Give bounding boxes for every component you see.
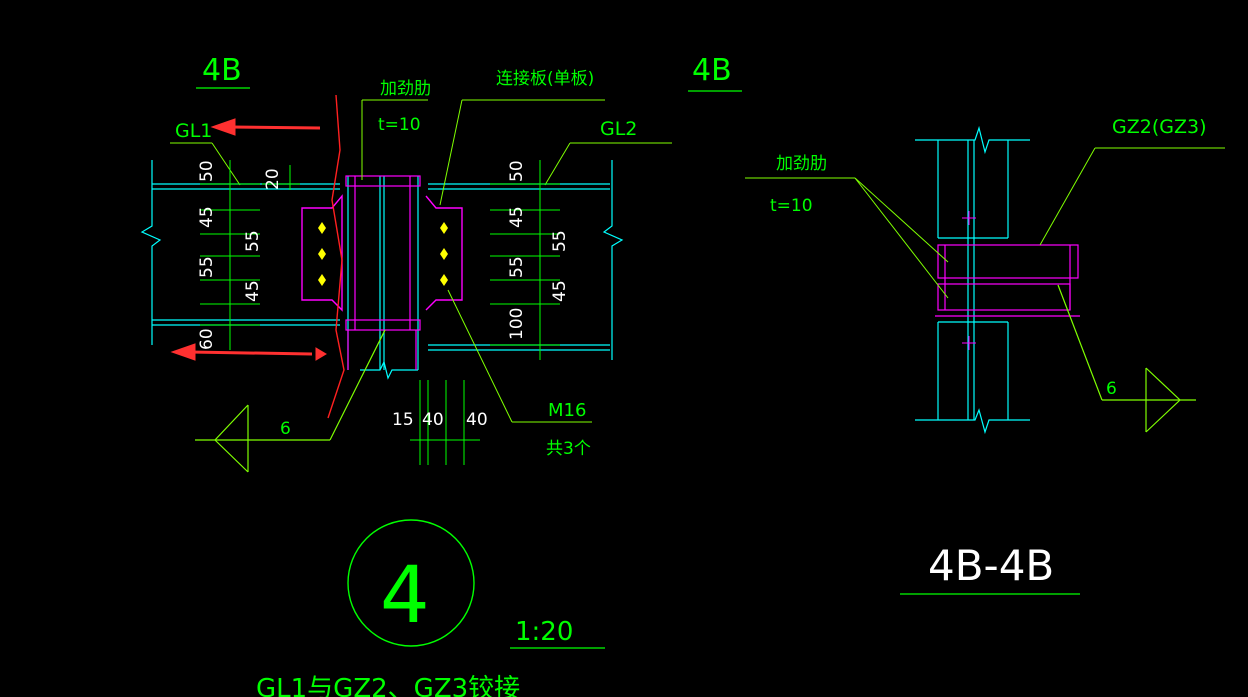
svg-text:45: 45 [550, 280, 570, 302]
section-title: 4B-4B [928, 541, 1054, 590]
detail-number: 4 [380, 551, 430, 641]
dim-lines-right [490, 160, 560, 360]
dim-text-bottom: 15 40 40 [392, 410, 488, 430]
detail-title: 4 1:20 GL1与GZ2、GZ3铰接 [256, 519, 605, 697]
svg-text:15: 15 [392, 410, 414, 430]
bolt-marker [318, 248, 326, 260]
dim-lines-bottom [410, 380, 480, 465]
beam-right-label: GL2 [600, 118, 637, 140]
elevation-view: 4B 4B GL1 GL2 [140, 53, 742, 473]
detail-scale: 1:20 [515, 617, 573, 647]
stiffener-plates [345, 175, 421, 370]
bolt-marker [440, 274, 448, 286]
plate-leader-diag [439, 99, 463, 206]
dim-text-left: 50 45 55 60 [197, 160, 217, 350]
bolt-marker [440, 222, 448, 234]
svg-text:20: 20 [263, 168, 283, 190]
bolt-spec: M16 [548, 400, 586, 421]
connection-plates [301, 194, 463, 312]
stiffener-thickness: t=10 [378, 115, 421, 135]
bolt-count: 共3个 [546, 439, 591, 459]
detail-number-circle [347, 519, 475, 647]
bolt-marker [318, 222, 326, 234]
bolts [318, 222, 448, 286]
beam-left [140, 160, 340, 345]
column-leader-diag [1039, 147, 1096, 246]
svg-text:40: 40 [466, 410, 488, 430]
section-mark-right: 4B [692, 53, 732, 88]
column-section [915, 125, 1030, 435]
beam-left-label: GL1 [175, 120, 212, 142]
weld-symbol-left [195, 329, 386, 473]
svg-text:50: 50 [507, 160, 527, 182]
svg-text:55: 55 [507, 256, 527, 278]
bolt-leader-diag [447, 289, 513, 423]
bolt-marker [318, 274, 326, 286]
weld-symbol-right [1057, 284, 1196, 433]
column-elevation [347, 176, 419, 380]
svg-text:100: 100 [507, 308, 527, 340]
svg-text:45: 45 [197, 206, 217, 228]
weld-size-right: 6 [1106, 379, 1117, 399]
beam-right-leader-diag [544, 142, 571, 186]
svg-text:60: 60 [197, 328, 217, 350]
weld-size-left: 6 [280, 419, 291, 439]
dim-text-mid: 20 55 45 [243, 168, 283, 302]
section-plates [935, 244, 1080, 317]
annotation-arrows [170, 118, 327, 361]
plate-label: 连接板(单板) [496, 69, 594, 89]
bolt-marker [440, 248, 448, 260]
break-line [327, 94, 345, 419]
section-stiffener-thickness: t=10 [770, 196, 813, 216]
svg-text:55: 55 [197, 256, 217, 278]
bolt-crosshairs [962, 211, 976, 350]
column-label: GZ2(GZ3) [1112, 116, 1206, 138]
section-stiffener-leader [745, 177, 949, 299]
svg-text:55: 55 [243, 230, 263, 252]
detail-caption: GL1与GZ2、GZ3铰接 [256, 674, 520, 697]
svg-text:55: 55 [550, 230, 570, 252]
svg-text:45: 45 [243, 280, 263, 302]
dim-lines-center [262, 165, 300, 190]
section-mark-left: 4B [202, 53, 242, 88]
svg-text:50: 50 [197, 160, 217, 182]
beam-right [428, 160, 624, 360]
svg-text:40: 40 [422, 410, 444, 430]
section-stiffener-label: 加劲肋 [776, 154, 827, 174]
dim-lines-left [200, 160, 260, 350]
dim-text-right: 50 45 55 55 45 100 [507, 160, 570, 340]
stiffener-label: 加劲肋 [380, 79, 431, 99]
svg-text:45: 45 [507, 206, 527, 228]
section-view: 加劲肋 t=10 GZ2(GZ3) 6 4B-4B [745, 116, 1225, 595]
beam-left-leader-diag [211, 142, 241, 186]
